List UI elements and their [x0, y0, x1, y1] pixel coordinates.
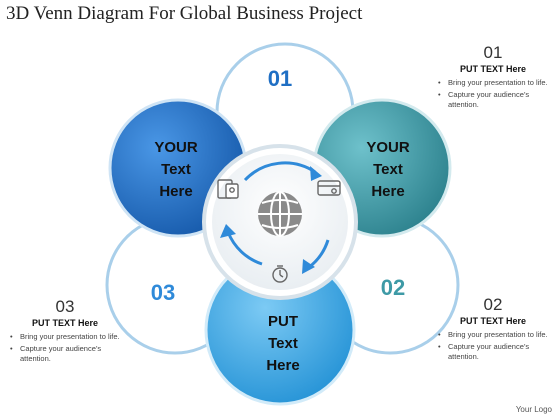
- stopwatch-icon: [272, 265, 288, 283]
- arrow-head-top: [310, 166, 322, 181]
- text-block-bullet: Capture your audience’s attention.: [10, 344, 120, 364]
- circle-bottom-line-2: Text: [268, 335, 298, 352]
- circle-right-line-2: Text: [373, 161, 403, 178]
- text-block-03: 03 PUT TEXT Here Bring your presentation…: [10, 298, 120, 366]
- text-block-bullet: Bring your presentation to life.: [438, 330, 548, 340]
- circle-left-line-3: Here: [159, 183, 192, 200]
- circle-bottom-line-1: PUT: [268, 313, 298, 330]
- text-block-heading: PUT TEXT Here: [459, 316, 526, 326]
- devices-icon: [217, 179, 239, 199]
- petal-number-right: 02: [381, 275, 405, 300]
- petal-number-top: 01: [268, 66, 292, 91]
- circle-bottom-line-3: Here: [266, 357, 299, 374]
- page-title: 3D Venn Diagram For Global Business Proj…: [6, 3, 363, 24]
- text-block-bullet: Capture your audience’s attention.: [438, 342, 548, 362]
- text-block-heading: PUT TEXT Here: [31, 318, 98, 328]
- text-block-number: 01: [483, 43, 503, 62]
- circle-left-line-1: YOUR: [154, 139, 198, 156]
- logo-text: Your Logo: [515, 405, 552, 414]
- circle-right-line-3: Here: [371, 183, 404, 200]
- petal-number-left: 03: [151, 280, 175, 305]
- text-block-bullet: Bring your presentation to life.: [10, 332, 120, 342]
- text-block-bullet: Capture your audience’s attention.: [438, 90, 548, 110]
- text-block-bullet: Bring your presentation to life.: [438, 78, 548, 88]
- arrow-head-right: [302, 259, 315, 274]
- text-block-01: 01 PUT TEXT Here Bring your presentation…: [438, 44, 548, 112]
- text-block-heading: PUT TEXT Here: [459, 64, 526, 74]
- circle-left-line-2: Text: [161, 161, 191, 178]
- globe-icon: [258, 191, 302, 237]
- text-block-number: 03: [55, 297, 75, 316]
- text-block-number: 02: [483, 295, 503, 314]
- text-block-02: 02 PUT TEXT Here Bring your presentation…: [438, 296, 548, 364]
- circle-right-line-1: YOUR: [366, 139, 410, 156]
- arrow-head-left: [220, 224, 236, 238]
- credit-card-icon: [317, 180, 341, 196]
